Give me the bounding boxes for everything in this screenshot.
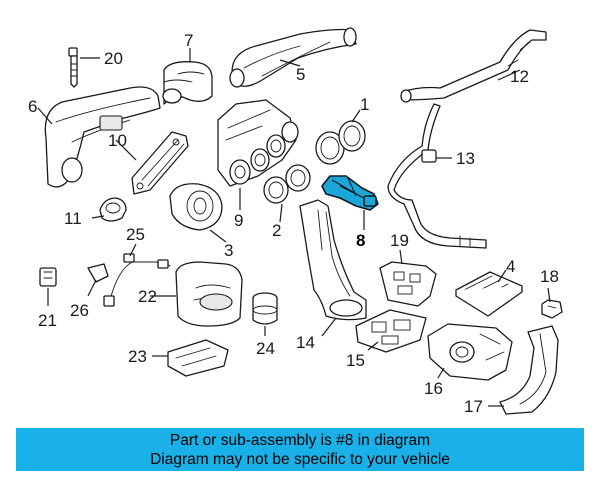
callout-11: 11: [64, 209, 82, 228]
callout-18: 18: [540, 267, 559, 286]
part-10-bracket: [131, 131, 189, 195]
leader-lines: [37, 48, 551, 407]
callout-10: 10: [108, 131, 127, 150]
part-2-vents: [263, 164, 311, 204]
part-24-cylinder: [252, 292, 278, 325]
callout-24: 24: [256, 339, 275, 358]
part-16-blower: [427, 323, 513, 381]
callout-9: 9: [234, 211, 243, 230]
part-6-duct: [44, 86, 161, 188]
part-12-hose: [400, 29, 547, 103]
part-20-clip: [68, 47, 78, 88]
part-21-connector: [39, 267, 57, 287]
callout-22: 22: [138, 287, 157, 306]
callout-3: 3: [224, 241, 233, 260]
callout-17: 17: [464, 397, 483, 416]
part-22-blower-motor: [175, 261, 243, 327]
part-15-frame: [355, 309, 427, 353]
callout-4: 4: [506, 257, 515, 276]
callout-1: 1: [360, 95, 369, 114]
callout-19: 19: [390, 231, 409, 250]
callout-21: 21: [38, 311, 57, 330]
callout-16: 16: [424, 379, 443, 398]
callout-12: 12: [510, 67, 529, 86]
part-26-connector: [87, 263, 109, 283]
callout-20: 20: [104, 49, 123, 68]
banner-line-1: Part or sub-assembly is #8 in diagram: [169, 431, 431, 449]
callout-13: 13: [456, 149, 475, 168]
callout-5: 5: [296, 65, 305, 84]
part-19-panel: [379, 261, 437, 307]
callout-2: 2: [272, 221, 281, 240]
callout-14: 14: [296, 333, 315, 352]
part-14-duct: [299, 199, 367, 321]
callout-6: 6: [28, 97, 37, 116]
parts-diagram: 20 7 6 10 11 9 5 1 2 3 8 12 13 14 15 16 …: [28, 27, 563, 416]
part-8-duct-highlighted: [321, 175, 379, 211]
part-17-duct: [499, 325, 559, 415]
part-23-tray: [167, 339, 229, 377]
info-banner: Part or sub-assembly is #8 in diagram Di…: [16, 428, 584, 471]
part-7-elbow-duct: [162, 61, 213, 105]
part-11-clip: [99, 197, 127, 222]
callout-25: 25: [126, 225, 145, 244]
callout-26: 26: [70, 301, 89, 320]
part-3-vent: [169, 183, 223, 231]
callout-7: 7: [184, 31, 193, 50]
callout-labels: 20 7 6 10 11 9 5 1 2 3 8 12 13 14 15 16 …: [28, 31, 559, 416]
part-13-hose: [387, 103, 487, 249]
callout-23: 23: [128, 347, 147, 366]
part-18-clip: [541, 299, 563, 319]
callout-15: 15: [346, 351, 365, 370]
part-4-filter: [455, 271, 523, 317]
banner-line-2: Diagram may not be specific to your vehi…: [150, 450, 450, 468]
part-5-duct: [229, 27, 357, 88]
callout-8: 8: [356, 231, 365, 250]
part-1-vents: [315, 120, 366, 165]
part-25-harness: [103, 253, 171, 307]
part-9-vent-housing: [217, 99, 299, 187]
